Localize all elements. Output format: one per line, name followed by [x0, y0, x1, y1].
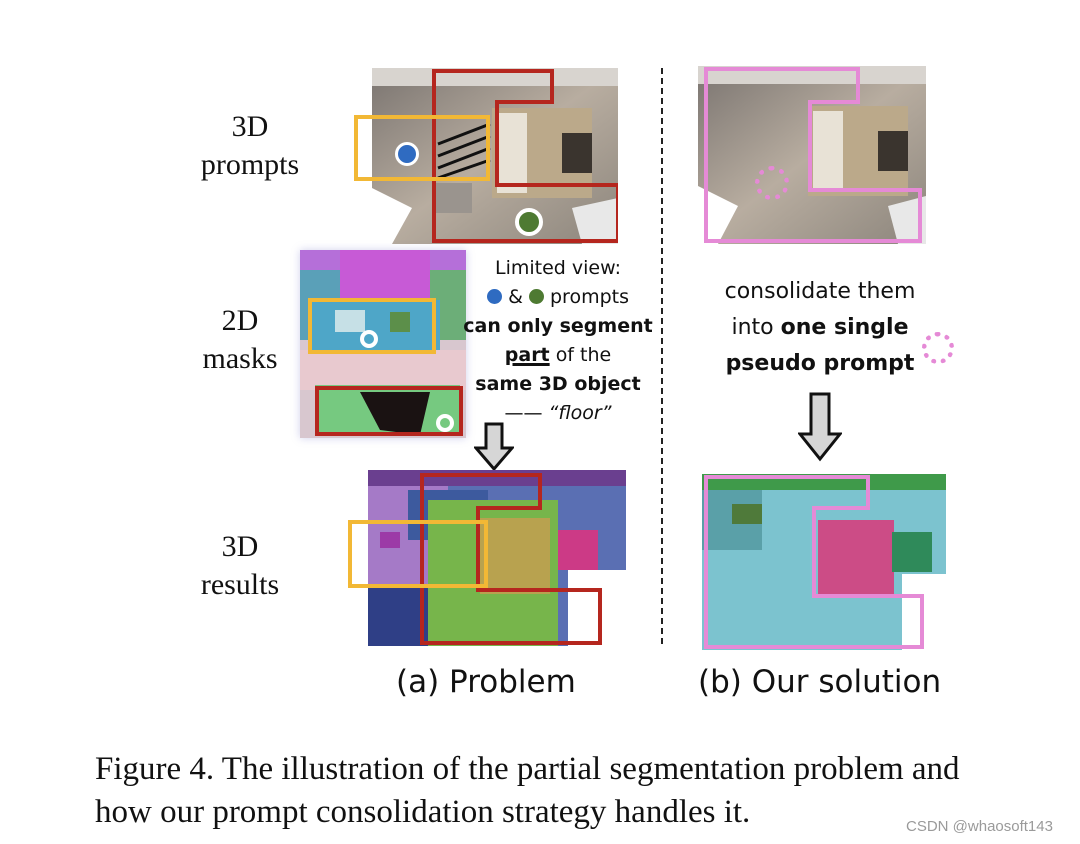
mask-blue-prompt-ring: [360, 330, 378, 348]
pseudo-prompt-dotted-circle: [755, 166, 789, 200]
subcaption-our-solution: (b) Our solution: [698, 664, 942, 700]
yellow-view-box-prompts: [354, 115, 490, 181]
part-word: part: [504, 344, 550, 366]
green-prompt-dot: [515, 208, 543, 236]
panel-b-3d-prompts: [698, 66, 926, 244]
pseudo-prompt-legend-icon: [922, 332, 954, 364]
figure-caption: Figure 4. The illustration of the partia…: [95, 751, 960, 830]
watermark: CSDN @whaosoft143: [906, 818, 1053, 835]
yellow-view-box-results: [348, 520, 488, 588]
blue-prompt-dot: [395, 142, 419, 166]
panel-divider: [661, 68, 663, 644]
down-arrow-b: [798, 392, 842, 462]
solution-note: consolidate them into one single pseudo …: [724, 279, 916, 376]
subcaption-problem: (a) Problem: [396, 664, 576, 700]
green-prompt-legend-dot: [528, 289, 544, 304]
blue-prompt-legend-dot: [487, 289, 503, 304]
red-floor-box-mask: [315, 386, 463, 436]
panel-a-3d-prompts: [372, 68, 618, 244]
row-label-2d-masks: 2D masks: [202, 304, 278, 375]
panel-a-3d-results: [368, 470, 626, 646]
panel-a-2d-masks: [300, 250, 466, 438]
problem-note: Limited view: & prompts can only segment…: [463, 257, 653, 424]
row-label-3d-results: 3D results: [200, 530, 280, 601]
row-label-3d-prompts: 3D prompts: [200, 110, 300, 181]
panel-b-3d-results: [702, 474, 946, 650]
mask-green-prompt-ring: [436, 414, 454, 432]
down-arrow-a: [474, 422, 514, 472]
yellow-view-box-mask: [308, 298, 436, 354]
